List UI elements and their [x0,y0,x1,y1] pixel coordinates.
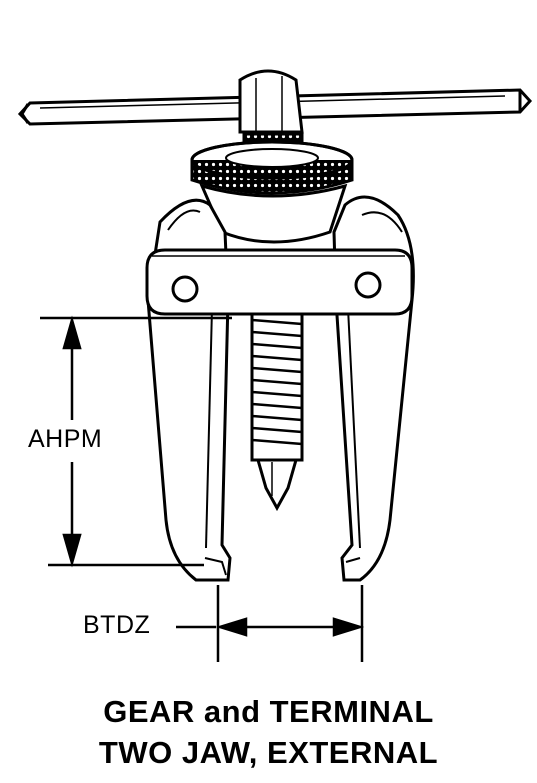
caption-line-1: GEAR and TERMINAL [103,694,434,729]
dimension-arrow-icon [62,533,82,568]
cone-body [199,183,348,244]
handle-hub [238,69,304,154]
height-dimension-label: AHPM [28,425,103,453]
crossbar-link [145,248,414,316]
caption-line-2: TWO JAW, EXTERNAL [98,735,439,770]
dimension-arrow-icon [332,617,365,637]
width-dimension [176,585,365,662]
dimension-arrow-icon [215,617,248,637]
dimension-arrow-icon [62,315,82,350]
height-dimension [40,315,232,568]
threaded-screw [250,308,304,512]
width-dimension-label: BTDZ [83,611,151,639]
knurled-collar [190,140,354,195]
